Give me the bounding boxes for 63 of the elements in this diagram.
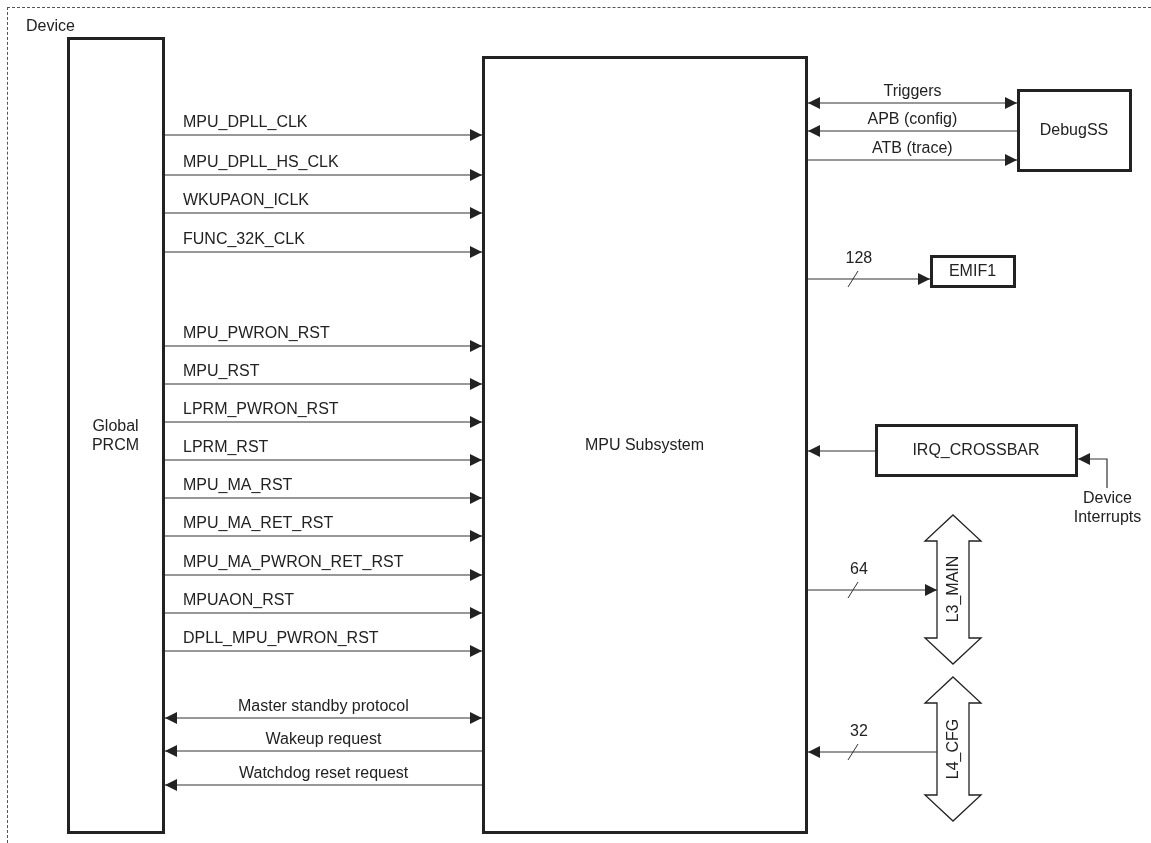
arrow [164, 530, 483, 542]
arrow [807, 445, 876, 457]
arrow [807, 154, 1018, 166]
edge-label: DPLL_MPU_PWRON_RST [183, 629, 379, 647]
arrow [164, 492, 483, 504]
edge-label: MPU_MA_RST [183, 476, 293, 494]
edge-label: Master standby protocol [238, 697, 409, 715]
block-label: MPU Subsystem [584, 435, 705, 454]
block-label: EMIF1 [948, 262, 997, 280]
block-box [874, 423, 1078, 477]
edge-label: LPRM_PWRON_RST [183, 400, 339, 418]
block-label: Global PRCM [90, 416, 141, 454]
arrow [164, 745, 483, 757]
edge-label: Wakeup request [265, 730, 382, 748]
bus-label: L3_MAIN [943, 555, 962, 623]
arrow [164, 416, 483, 428]
edge-label: ATB (trace) [872, 139, 953, 157]
interconnect-bus [923, 675, 982, 822]
arrow [1077, 453, 1108, 489]
edge-label: Watchdog reset request [239, 764, 409, 782]
arrow [164, 207, 483, 219]
edge-label: MPU_DPLL_CLK [183, 113, 308, 131]
edge-label: WKUPAON_ICLK [183, 191, 309, 209]
block-box [1016, 88, 1132, 172]
block-box [66, 36, 165, 834]
edge-label: MPU_MA_RET_RST [183, 514, 334, 532]
edge-label: 32 [850, 722, 868, 740]
edge-label: MPU_RST [183, 362, 260, 380]
arrow [164, 378, 483, 390]
arrow [807, 746, 938, 758]
arrow [164, 169, 483, 181]
edge-label: Triggers [883, 82, 942, 100]
arrow [164, 779, 483, 791]
interconnect-bus [923, 513, 982, 665]
block-box [929, 254, 1016, 288]
arrow [807, 584, 938, 596]
boundary-label: Device [26, 17, 75, 35]
edge-label: LPRM_RST [183, 438, 269, 456]
edge-label: APB (config) [867, 110, 958, 128]
arrow [164, 454, 483, 466]
arrow [807, 125, 1018, 137]
arrow [164, 645, 483, 657]
edge-label: MPU_DPLL_HS_CLK [183, 153, 339, 171]
arrow [164, 569, 483, 581]
arrow [807, 97, 1018, 109]
block-label: IRQ_CROSSBAR [912, 441, 1040, 459]
edge-label: 128 [845, 249, 873, 267]
block-label: DebugSS [1039, 121, 1109, 139]
edge-label: FUNC_32K_CLK [183, 230, 305, 248]
edge-label: MPUAON_RST [183, 591, 295, 609]
bus-label: L4_CFG [943, 718, 962, 779]
arrow [164, 246, 483, 258]
edge-label: MPU_MA_PWRON_RET_RST [183, 553, 404, 571]
arrow [807, 273, 931, 285]
edge-label: MPU_PWRON_RST [183, 324, 330, 342]
block-label: Device Interrupts [1072, 487, 1143, 526]
block-box [481, 55, 808, 834]
edge-label: 64 [850, 560, 868, 578]
arrow [164, 607, 483, 619]
arrow [164, 129, 483, 141]
device-boundary [7, 7, 1151, 843]
arrow [164, 340, 483, 352]
arrow [164, 712, 483, 724]
